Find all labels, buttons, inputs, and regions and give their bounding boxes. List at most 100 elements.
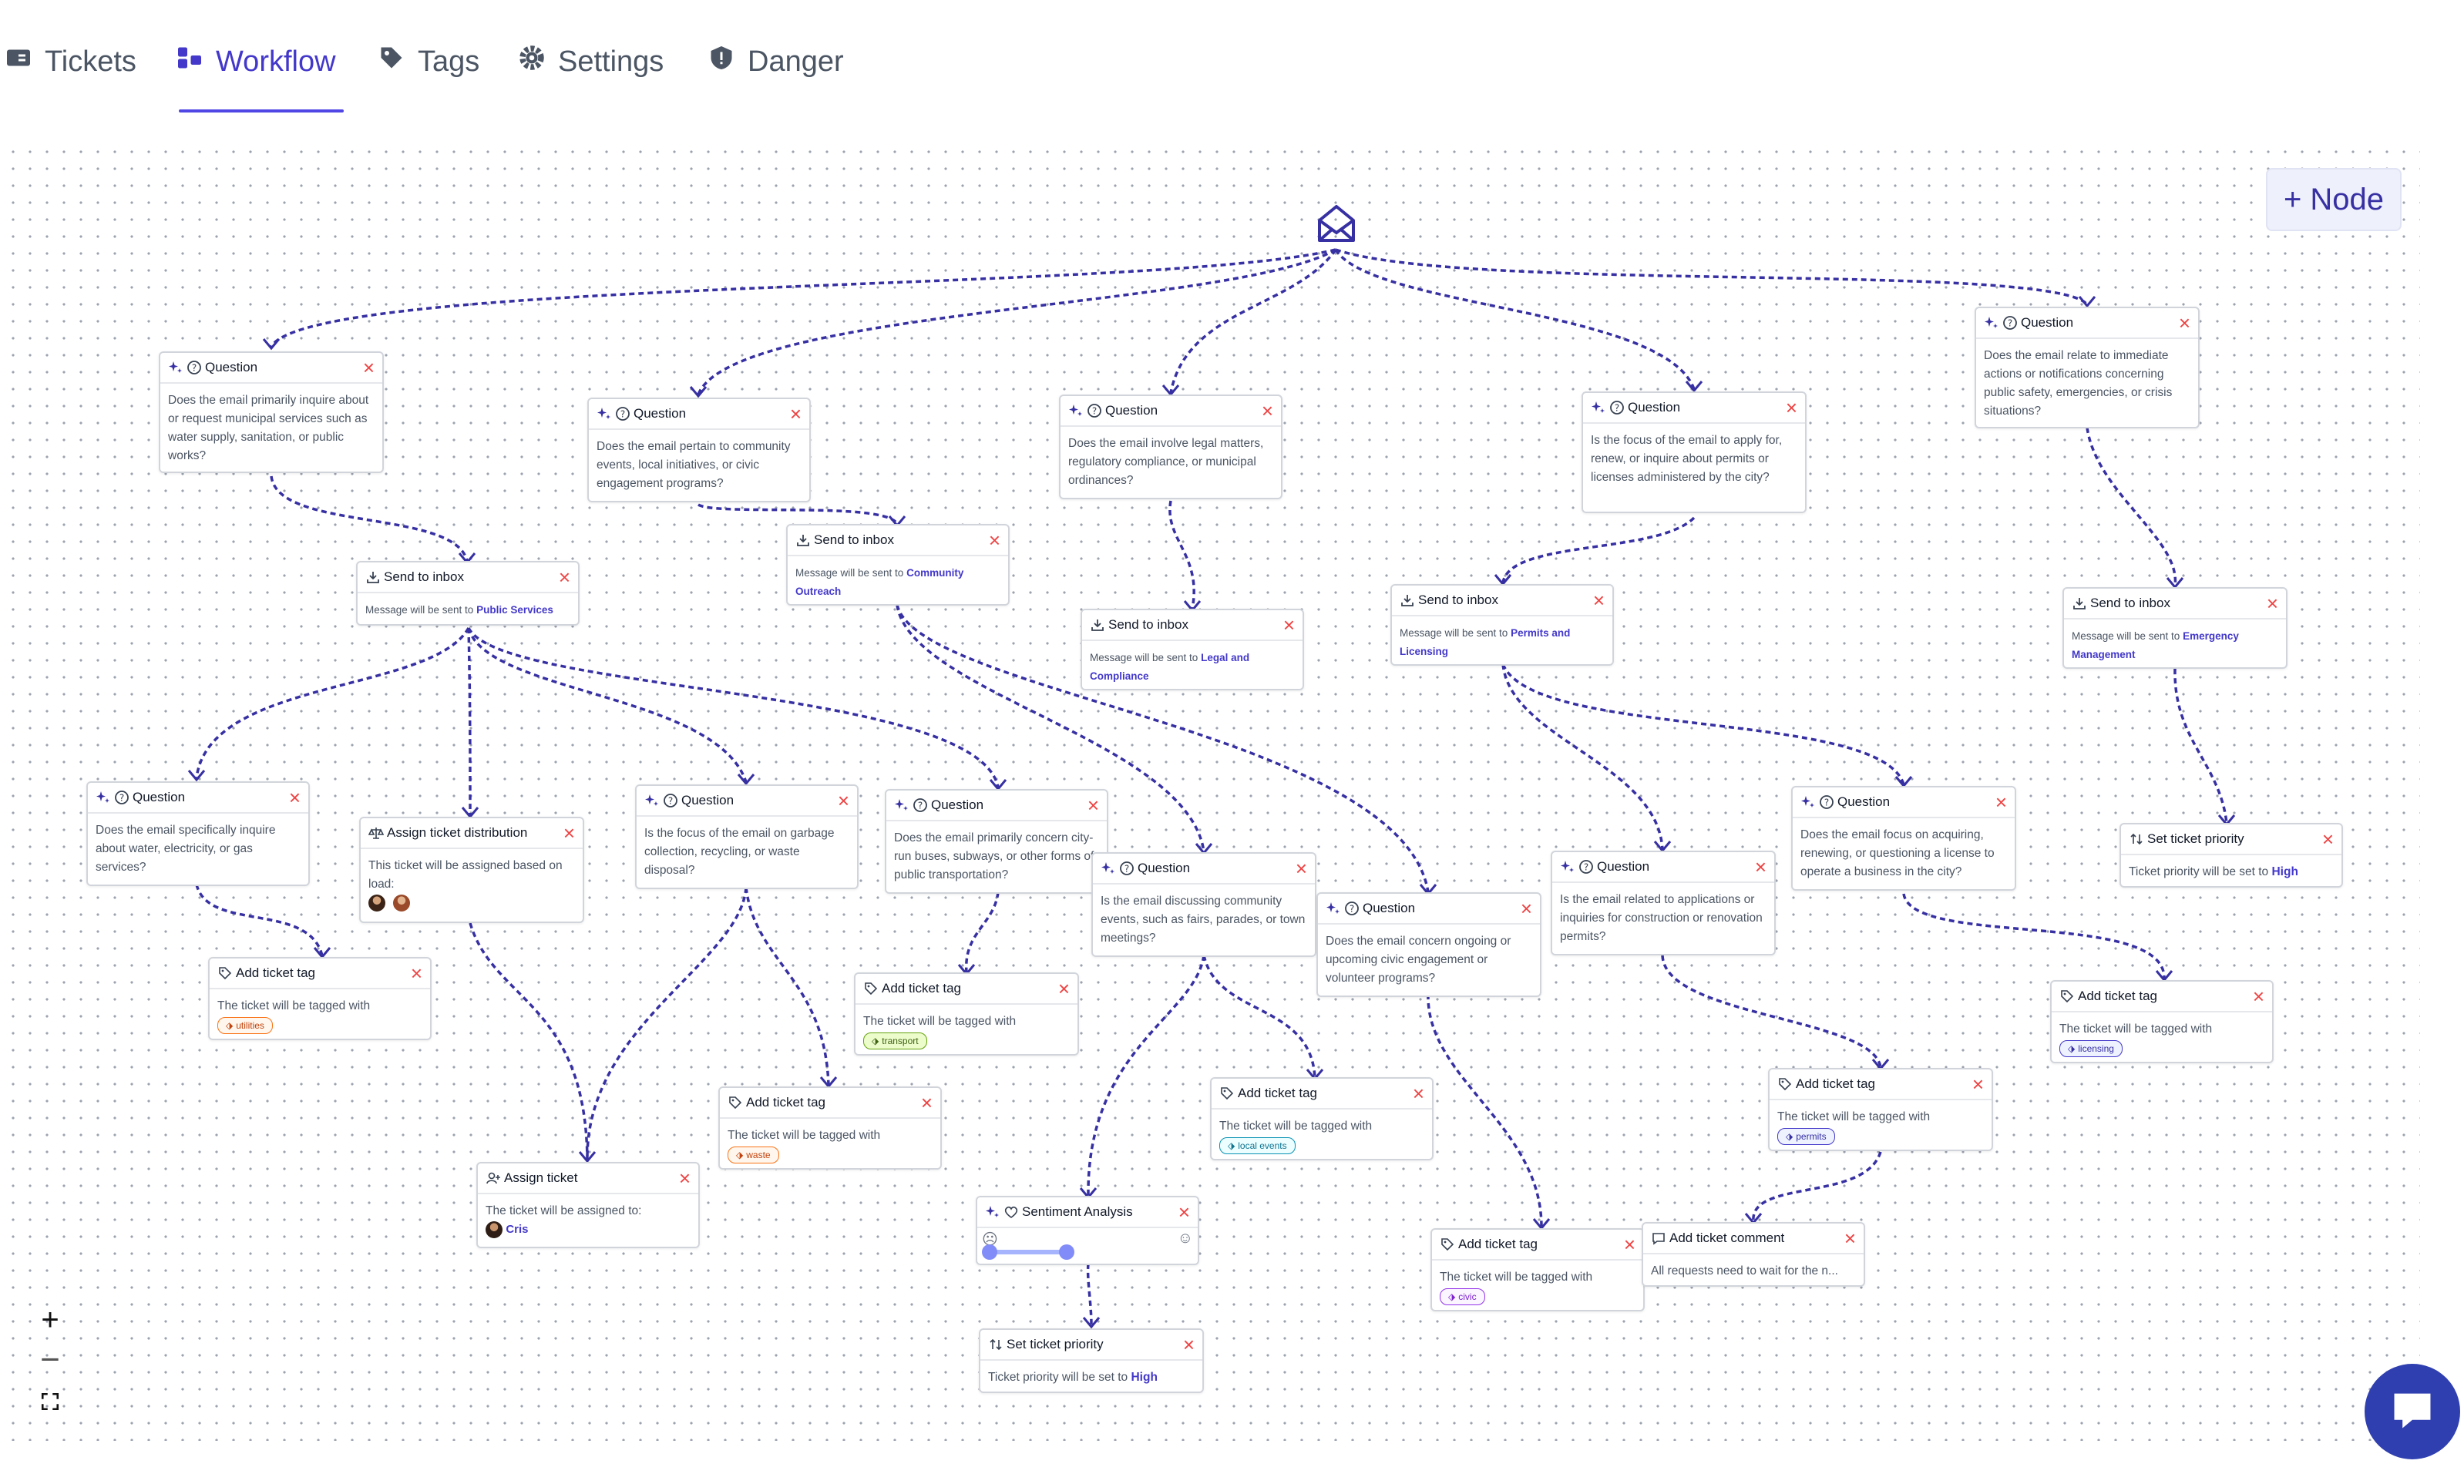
close-icon[interactable]: × [1592,589,1605,612]
close-icon[interactable]: × [1412,1082,1424,1105]
sparkle-icon [644,793,660,808]
node-title: Add ticket tag [1796,1076,1876,1091]
close-icon[interactable]: × [1057,977,1070,1000]
slider-handle-max[interactable] [1059,1244,1074,1260]
question-node[interactable]: ?Question× Does the email focus on acqui… [1791,786,2016,891]
close-icon[interactable]: × [1623,1233,1635,1256]
envelope-icon[interactable] [1315,202,1358,245]
close-icon[interactable]: × [837,789,849,812]
zoom-in-button[interactable]: + [31,1301,69,1339]
question-icon: ? [2002,315,2018,331]
fit-view-button[interactable] [31,1382,69,1421]
question-node[interactable]: ?Question× Does the email specifically i… [86,781,310,886]
sentiment-range-slider[interactable]: ☹ ☺ [977,1228,1198,1260]
close-icon[interactable]: × [1178,1200,1190,1224]
distribution-text: This ticket will be assigned based on lo… [368,859,563,891]
assign-distribution-node[interactable]: Assign ticket distribution × This ticket … [359,817,584,923]
tab-tickets[interactable]: Tickets [5,39,136,85]
add-tag-node[interactable]: Add ticket tag× The ticket will be tagge… [718,1086,942,1170]
close-icon[interactable]: × [988,529,1000,552]
close-icon[interactable]: × [1087,794,1099,817]
tab-workflow[interactable]: Workflow [176,39,336,85]
close-icon[interactable]: × [1754,855,1766,878]
node-title: Question [133,790,186,804]
send-to-inbox-node[interactable]: Send to inbox× Message will be sent to E… [2062,587,2288,669]
close-icon[interactable]: × [2266,592,2278,615]
close-icon[interactable]: × [288,786,301,809]
sparkle-icon [894,797,909,813]
close-icon[interactable]: × [1261,399,1273,422]
close-icon[interactable]: × [1995,791,2007,814]
tag-icon: ⬗ [1448,1291,1456,1302]
slider-handle-min[interactable] [982,1244,997,1260]
node-title: Assign ticket distribution [387,825,528,840]
assign-ticket-node[interactable]: Assign ticket× The ticket will be assign… [476,1162,700,1248]
tab-tags[interactable]: Tags [378,39,479,85]
send-to-inbox-node[interactable]: Send to inbox× Message will be sent to P… [356,561,580,626]
add-node-button[interactable]: + Node [2266,168,2402,231]
send-to-inbox-node[interactable]: Send to inbox× Message will be sent to P… [1390,584,1614,666]
add-tag-node[interactable]: Add ticket tag× The ticket will be tagge… [1768,1068,1993,1151]
question-node[interactable]: ?Question× Is the focus of the email on … [635,784,859,889]
add-tag-node[interactable]: Add ticket tag× The ticket will be tagge… [2050,980,2274,1063]
close-icon[interactable]: × [410,962,422,985]
question-node[interactable]: ?Question× Does the email relate to imme… [1975,307,2200,428]
svg-text:?: ? [1124,864,1129,875]
add-tag-node[interactable]: Add ticket tag× The ticket will be tagge… [1210,1077,1434,1160]
close-icon[interactable]: × [1295,857,1307,880]
question-node[interactable]: ?Question× Does the email pertain to com… [587,398,811,502]
add-comment-node[interactable]: Add ticket comment× All requests need to… [1642,1222,1865,1287]
close-icon[interactable]: × [1520,897,1532,920]
question-node[interactable]: ?Question× Is the email related to appli… [1551,851,1776,955]
add-tag-node[interactable]: Add ticket tag× The ticket will be tagge… [854,972,1079,1056]
close-icon[interactable]: × [2178,311,2190,334]
sort-icon [2129,831,2144,847]
slider-track [990,1250,1067,1254]
question-node[interactable]: ?Question× Does the email concern ongoin… [1316,892,1541,997]
close-icon[interactable]: × [2252,985,2264,1008]
inbox-name: Permits and Licensing [1400,627,1571,657]
assigned-prefix: The ticket will be assigned to: [486,1204,642,1217]
tab-settings[interactable]: Settings [518,39,664,85]
avatar [486,1220,503,1238]
tag-icon [728,1095,743,1110]
node-title: Question [1138,861,1191,875]
close-icon[interactable]: × [1785,396,1797,419]
inbox-prefix: Message will be sent to [2072,630,2180,642]
question-node[interactable]: ?Question× Does the email involve legal … [1059,395,1282,499]
question-node[interactable]: ?Question× Is the email discussing commu… [1091,852,1316,957]
add-tag-node[interactable]: Add ticket tag× The ticket will be tagge… [1430,1228,1645,1311]
question-text: Does the email primarily inquire about o… [168,394,369,462]
close-icon[interactable]: × [2321,828,2334,851]
close-icon[interactable]: × [920,1091,933,1114]
close-icon[interactable]: × [1182,1333,1195,1356]
close-icon[interactable]: × [558,566,570,589]
workflow-icon [176,44,203,79]
tag-icon [217,965,233,981]
send-to-inbox-node[interactable]: Send to inbox× Message will be sent to C… [786,524,1010,606]
tab-danger[interactable]: Danger [708,39,844,85]
close-icon[interactable]: × [362,356,375,379]
sparkle-icon [1560,859,1575,875]
add-tag-node[interactable]: Add ticket tag× The ticket will be tagge… [208,957,432,1040]
question-node[interactable]: ?Question× Does the email primarily conc… [885,789,1108,894]
question-text: Does the email involve legal matters, re… [1068,437,1264,487]
sentiment-analysis-node[interactable]: Sentiment Analysis× ☹ ☺ [976,1196,1199,1265]
question-node[interactable]: ?Question× Does the email primarily inqu… [159,351,384,473]
close-icon[interactable]: × [678,1167,691,1190]
zoom-out-button[interactable]: − [31,1341,69,1379]
close-icon[interactable]: × [1972,1073,1984,1096]
tag-icon [1777,1076,1793,1092]
close-icon[interactable]: × [563,821,575,844]
close-icon[interactable]: × [1844,1227,1856,1250]
question-node[interactable]: ?Question× Is the focus of the email to … [1582,391,1807,513]
set-priority-node[interactable]: Set ticket priority× Ticket priority wil… [979,1328,1204,1393]
chat-launcher-button[interactable] [2365,1364,2460,1459]
set-priority-node[interactable]: Set ticket priority× Ticket priority wil… [2119,823,2343,888]
close-icon[interactable]: × [1282,613,1295,636]
tag-icon [378,44,405,79]
question-text: Does the email primarily concern city-ru… [894,831,1094,881]
tag-prefix: The ticket will be tagged with [1219,1120,1373,1133]
close-icon[interactable]: × [789,402,802,425]
send-to-inbox-node[interactable]: Send to inbox× Message will be sent to L… [1081,609,1304,690]
